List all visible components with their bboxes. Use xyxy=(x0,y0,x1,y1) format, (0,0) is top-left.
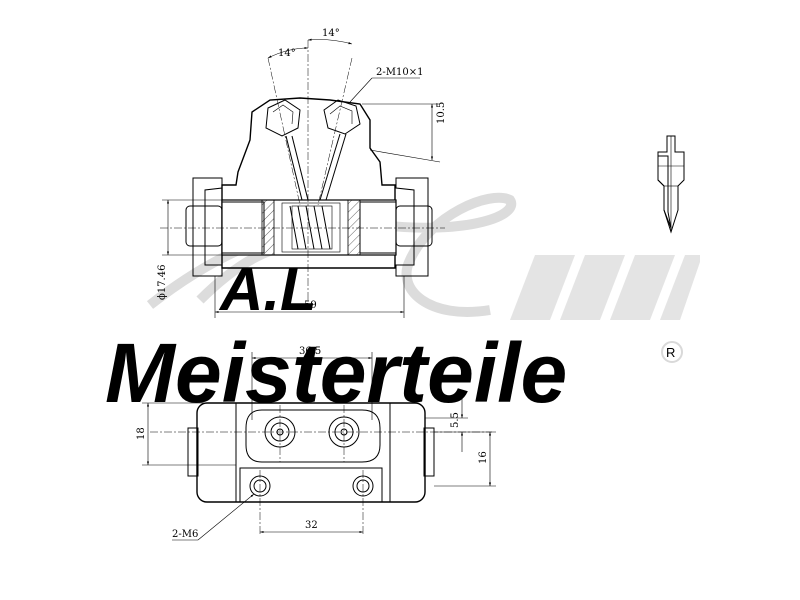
dim-height-right: 16 xyxy=(478,451,489,464)
section-view: 14° 14° 2-M10×1 10.5 ϕ17.46 59 xyxy=(157,28,447,318)
port-right xyxy=(319,99,361,201)
bleeder-screw xyxy=(657,135,685,234)
end-right xyxy=(423,427,435,477)
plan-view: 36.5 18 5.5 16 32 2-M6 xyxy=(136,346,496,541)
dim-offset-right: 5.5 xyxy=(450,412,461,428)
tappet-right xyxy=(395,205,433,247)
boot-left xyxy=(192,177,223,277)
dim-mount-spacing: 32 xyxy=(305,520,318,531)
dim-mount-threads: 2-M6 xyxy=(172,529,198,540)
dim-port-spacing: 36.5 xyxy=(299,346,321,357)
port-boss xyxy=(245,409,381,463)
dim-angle-left: 14° xyxy=(278,48,296,59)
dim-angle-top: 14° xyxy=(322,28,340,39)
end-left xyxy=(187,427,199,477)
dim-thread-ports: 2-M10×1 xyxy=(376,67,423,78)
spring xyxy=(281,202,341,253)
tappet-left xyxy=(185,205,223,247)
dim-height-left: 18 xyxy=(136,427,147,440)
registered-mark: R xyxy=(666,345,675,360)
seal-left xyxy=(261,199,275,256)
watermark-stripes xyxy=(510,255,700,320)
boot-right xyxy=(395,177,429,277)
bore xyxy=(221,199,397,256)
dim-depth: 10.5 xyxy=(436,102,447,124)
registered-mark-circle xyxy=(661,341,683,363)
watermark-brand: Meisterteile xyxy=(105,326,567,420)
dim-body-length: 59 xyxy=(304,300,317,311)
watermark-logo-text: A.L xyxy=(218,256,317,323)
port-left xyxy=(265,99,309,201)
mount-flange xyxy=(239,467,383,503)
seal-right xyxy=(347,199,361,256)
dim-bore-diameter: ϕ17.46 xyxy=(157,265,168,300)
watermark: A.L Meisterteile R xyxy=(105,192,700,420)
